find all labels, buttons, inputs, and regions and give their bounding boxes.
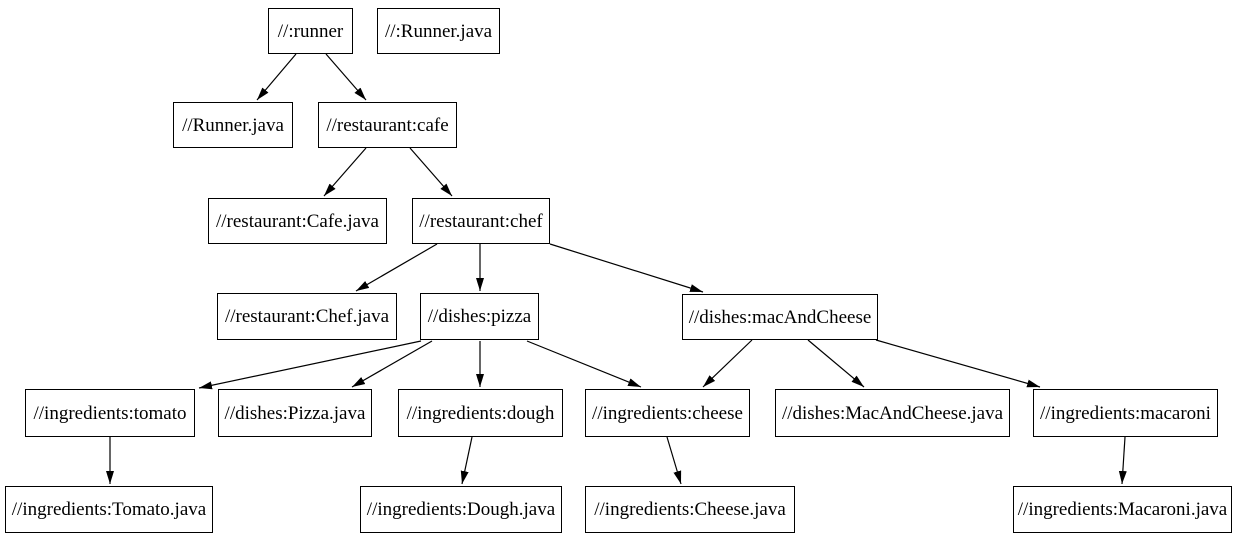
graph-node-runner-java-file: //Runner.java xyxy=(173,102,293,148)
graph-node-label: //dishes:Pizza.java xyxy=(224,402,366,424)
graph-node-runner-java-target: //:Runner.java xyxy=(377,8,500,54)
graph-node-cheese-java: //ingredients:Cheese.java xyxy=(585,486,795,533)
graph-node-label: //ingredients:Tomato.java xyxy=(11,499,207,520)
graph-node-label: //ingredients:macaroni xyxy=(1040,402,1211,424)
graph-node-cheese: //ingredients:cheese xyxy=(585,389,750,437)
graph-edge-mac-and-cheese-to-cheese xyxy=(702,339,753,388)
graph-node-label: //ingredients:Macaroni.java xyxy=(1017,499,1228,520)
graph-edge-runner-to-runner-java-file xyxy=(256,53,297,101)
graph-node-tomato-java: //ingredients:Tomato.java xyxy=(5,486,213,533)
graph-node-label: //ingredients:cheese xyxy=(592,402,743,424)
graph-node-runner: //:runner xyxy=(268,8,353,54)
graph-node-label: //:Runner.java xyxy=(384,20,493,42)
graph-node-dough: //ingredients:dough xyxy=(398,389,563,437)
graph-node-label: //ingredients:tomato xyxy=(33,402,187,424)
graph-node-macaroni: //ingredients:macaroni xyxy=(1033,389,1218,437)
graph-edge-pizza-to-pizza-java xyxy=(351,340,433,388)
graph-edge-macaroni-to-macaroni-java xyxy=(1118,436,1127,485)
graph-edge-cafe-to-chef xyxy=(409,147,453,197)
graph-node-macaroni-java: //ingredients:Macaroni.java xyxy=(1013,486,1232,533)
graph-edge-pizza-to-cheese xyxy=(526,340,642,388)
graph-node-label: //restaurant:Cafe.java xyxy=(215,210,379,232)
graph-node-label: //ingredients:Cheese.java xyxy=(594,499,786,520)
graph-node-chef-java: //restaurant:Chef.java xyxy=(217,293,397,340)
graph-node-pizza-java: //dishes:Pizza.java xyxy=(218,389,372,437)
graph-edge-mac-and-cheese-to-macaroni xyxy=(875,339,1041,388)
graph-edge-cafe-to-cafe-java xyxy=(323,147,367,197)
graph-node-label: //:runner xyxy=(277,20,344,42)
graph-node-dough-java: //ingredients:Dough.java xyxy=(360,486,562,533)
graph-edge-chef-to-mac-and-cheese xyxy=(549,243,704,293)
graph-edge-chef-to-chef-java xyxy=(355,243,438,292)
graph-node-cafe-java: //restaurant:Cafe.java xyxy=(208,198,387,244)
graph-node-label: //ingredients:dough xyxy=(406,402,555,424)
graph-node-label: //dishes:macAndCheese xyxy=(688,306,872,328)
graph-node-label: //dishes:pizza xyxy=(427,306,532,327)
graph-edge-cheese-to-cheese-java xyxy=(666,436,682,485)
graph-node-cafe: //restaurant:cafe xyxy=(318,102,457,148)
graph-edge-mac-and-cheese-to-mac-and-cheese-java xyxy=(807,339,865,388)
graph-node-label: //restaurant:Chef.java xyxy=(224,306,390,327)
graph-node-label: //ingredients:Dough.java xyxy=(366,499,556,520)
graph-node-mac-and-cheese: //dishes:macAndCheese xyxy=(682,294,878,340)
graph-node-label: //Runner.java xyxy=(182,114,284,136)
graph-edge-pizza-to-tomato xyxy=(198,340,422,390)
graph-node-tomato: //ingredients:tomato xyxy=(25,389,195,437)
graph-node-pizza: //dishes:pizza xyxy=(420,293,539,340)
graph-node-mac-and-cheese-java: //dishes:MacAndCheese.java xyxy=(775,389,1010,437)
graph-node-chef: //restaurant:chef xyxy=(412,198,550,244)
graph-node-label: //dishes:MacAndCheese.java xyxy=(781,402,1004,424)
graph-node-label: //restaurant:chef xyxy=(419,210,543,232)
graph-node-label: //restaurant:cafe xyxy=(326,114,449,136)
graph-edge-dough-to-dough-java xyxy=(460,436,473,485)
graph-edge-runner-to-cafe xyxy=(325,53,367,101)
